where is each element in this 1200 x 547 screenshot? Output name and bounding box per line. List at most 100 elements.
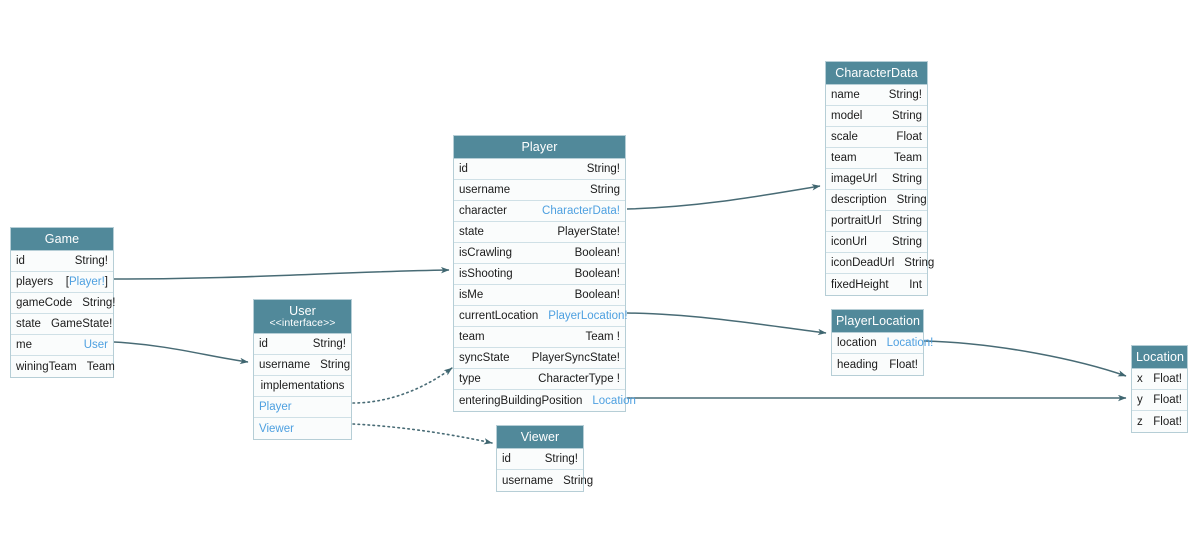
entity-name: PlayerLocation <box>836 314 921 328</box>
field-row[interactable]: players [Player!] <box>11 272 113 294</box>
field-row[interactable]: Viewer <box>254 418 351 440</box>
field-row[interactable]: state GameState! <box>11 314 113 336</box>
field-row[interactable]: portraitUrl String <box>826 211 927 233</box>
field-type: String! <box>312 338 346 351</box>
field-row[interactable]: implementations <box>254 376 351 398</box>
field-type: GameState! <box>50 318 113 331</box>
relationship-edge <box>352 423 493 445</box>
field-name: state <box>16 318 41 331</box>
field-type-link[interactable]: User <box>83 339 108 352</box>
entity-title-playerlocation: PlayerLocation <box>832 310 923 334</box>
field-name: username <box>502 474 554 487</box>
field-name: gameCode <box>16 297 73 310</box>
field-name: id <box>259 338 268 351</box>
field-name: iconUrl <box>831 236 867 249</box>
field-type-link[interactable]: CharacterData! <box>542 205 620 218</box>
field-row[interactable]: Player <box>254 397 351 419</box>
field-type-link[interactable]: Player! <box>69 276 105 289</box>
entity-name: User <box>289 304 316 318</box>
field-name: username <box>459 184 511 197</box>
field-name: type <box>459 373 481 386</box>
field-type: String <box>589 184 620 197</box>
field-type: String <box>320 359 351 372</box>
entity-viewer[interactable]: Viewer id String! username String <box>496 425 593 493</box>
field-name: Viewer <box>259 422 294 435</box>
field-name: iconDeadUrl <box>831 257 895 270</box>
entity-stereotype: <<interface>> <box>269 317 336 330</box>
field-type: String <box>891 215 922 228</box>
field-name: portraitUrl <box>831 215 882 228</box>
entity-name: Viewer <box>520 430 560 444</box>
field-name: fixedHeight <box>831 278 889 291</box>
relationship-edge <box>626 312 827 336</box>
field-type: PlayerSyncState! <box>531 352 620 365</box>
entity-title-characterdata: CharacterData <box>826 62 927 86</box>
entity-title-player: Player <box>454 136 625 160</box>
field-name: winingTeam <box>16 360 77 373</box>
field-row[interactable]: username String <box>497 470 593 492</box>
relationship-edge <box>113 341 249 365</box>
field-name: players <box>16 276 54 289</box>
field-type: String! <box>888 89 922 102</box>
field-name: x <box>1137 373 1143 386</box>
entity-name: CharacterData <box>835 66 918 80</box>
field-name: id <box>502 453 511 466</box>
field-type: Float! <box>1153 415 1182 428</box>
field-type: String <box>896 194 927 207</box>
field-type: String! <box>544 453 578 466</box>
relationship-edge <box>923 340 1127 377</box>
field-name: isMe <box>459 289 484 302</box>
field-type-link[interactable]: PlayerLocation! <box>548 310 628 323</box>
field-type-link[interactable]: Location! <box>886 337 934 350</box>
field-name: team <box>459 331 485 344</box>
field-row[interactable]: id String! <box>254 334 351 356</box>
field-type-link[interactable]: Location <box>592 394 636 407</box>
field-row[interactable]: currentLocation PlayerLocation! <box>454 306 628 328</box>
relationship-edge <box>626 184 821 210</box>
field-type: [Player!] <box>65 276 108 289</box>
field-row[interactable]: username String <box>454 180 625 202</box>
field-name: y <box>1137 394 1143 407</box>
field-name: scale <box>831 131 858 144</box>
field-row[interactable]: id String! <box>497 449 583 471</box>
field-type: String <box>563 474 594 487</box>
field-type: String! <box>74 255 108 268</box>
field-name: currentLocation <box>459 310 539 323</box>
